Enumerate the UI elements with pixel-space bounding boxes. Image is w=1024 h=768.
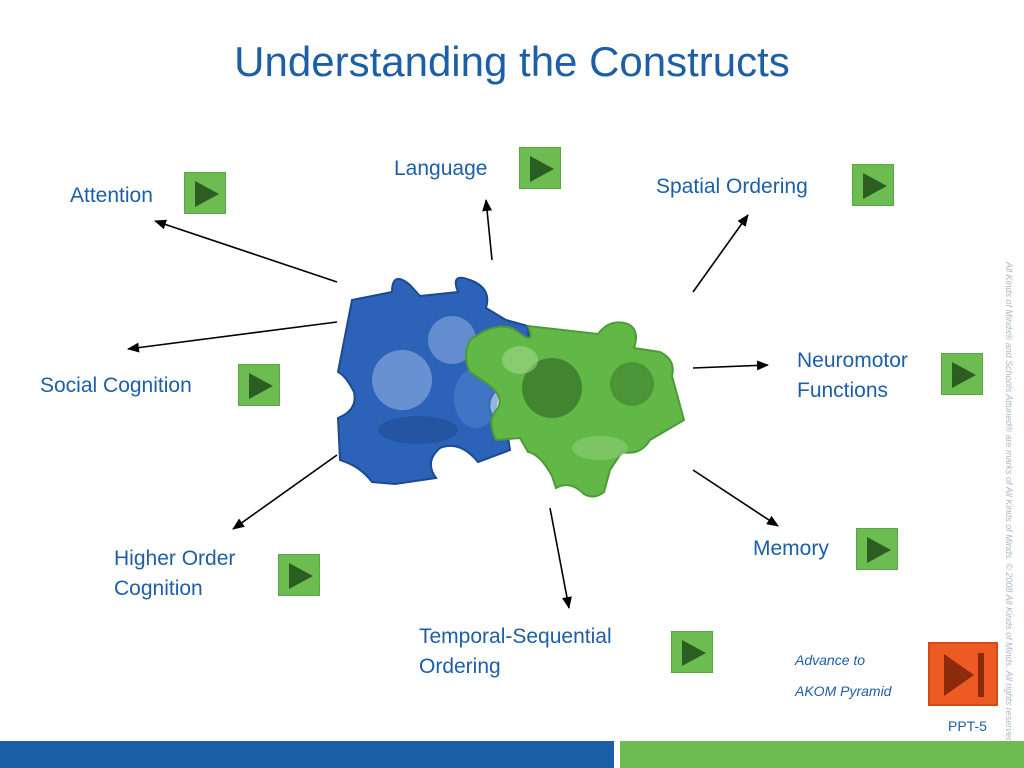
end-icon-bar: [978, 653, 984, 697]
advance-text-line2: AKOM Pyramid: [795, 683, 892, 699]
arrow-language: [482, 199, 493, 261]
attention-label: Attention: [70, 184, 153, 207]
advance-text-line1: Advance to: [795, 652, 866, 668]
memory-label: Memory: [753, 537, 829, 560]
social-cognition-play-button[interactable]: [238, 364, 280, 406]
spatial-ordering-play-button[interactable]: [852, 164, 894, 206]
puzzle-green-piece: [465, 321, 686, 498]
neuromotor-label-line2: Functions: [797, 379, 889, 402]
copyright-notice: All Kinds of Minds® and Schools Attuned®…: [1004, 262, 1014, 746]
footer-bar-blue: [0, 741, 614, 768]
temporal-play-button[interactable]: [671, 631, 713, 673]
higher-order-label-line1: Higher Order: [114, 547, 236, 570]
arrow-neuromotor: [692, 360, 769, 371]
advance-pyramid-button[interactable]: [928, 642, 998, 706]
language-label: Language: [394, 157, 488, 180]
arrow-social-cognition: [127, 321, 338, 353]
memory-play-button[interactable]: [856, 528, 898, 570]
puzzle-blue-piece: [336, 276, 534, 486]
language-play-button[interactable]: [519, 147, 561, 189]
social-cognition-label: Social Cognition: [40, 374, 192, 397]
higher-order-label-line2: Cognition: [114, 577, 203, 600]
arrow-temporal: [549, 507, 572, 609]
temporal-label-line2: Ordering: [419, 655, 501, 678]
end-icon: [944, 654, 974, 696]
arrow-higher-order: [232, 454, 338, 530]
temporal-label-line1: Temporal-Sequential: [419, 625, 612, 648]
attention-play-button[interactable]: [184, 172, 226, 214]
neuromotor-play-button[interactable]: [941, 353, 983, 395]
page-title: Understanding the Constructs: [234, 38, 790, 85]
neuromotor-label-line1: Neuromotor: [797, 349, 908, 372]
page-number: PPT-5: [948, 718, 987, 734]
higher-order-play-button[interactable]: [278, 554, 320, 596]
arrow-attention: [154, 219, 338, 283]
arrow-spatial-ordering: [692, 214, 749, 293]
footer-bar-green: [620, 741, 1024, 768]
arrow-memory: [692, 469, 779, 527]
spatial-ordering-label: Spatial Ordering: [656, 175, 808, 198]
